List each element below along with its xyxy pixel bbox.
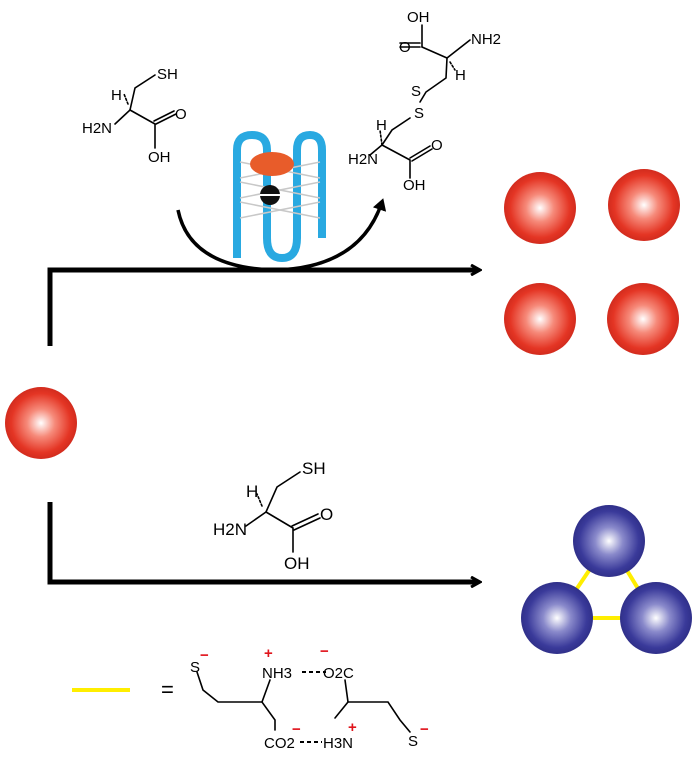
- cystine-s1: S: [411, 83, 421, 100]
- legend-equals: =: [161, 677, 174, 702]
- top-cysteine: SH H H2N O OH: [82, 66, 187, 166]
- cystine-oh-bottom: OH: [403, 177, 426, 194]
- legend-left-nh3: NH3: [262, 665, 292, 682]
- cystine-nh2-top: NH2: [471, 31, 501, 48]
- cystine-o-top: O: [399, 39, 411, 56]
- cystine-s2: S: [414, 105, 424, 122]
- legend-right-h3n: H3N: [323, 735, 353, 752]
- bottom-arrow: [47, 502, 478, 582]
- blue-nanoparticle: [573, 505, 645, 577]
- top-cystine: OH O NH2 H S S H H2N O OH: [348, 9, 501, 194]
- legend-left-nh3-charge: +: [264, 645, 273, 662]
- bound-target-orange: [250, 152, 294, 176]
- red-nanoparticle: [607, 283, 679, 355]
- linker-triangle: [553, 537, 660, 620]
- cystine-nh2-bottom: H2N: [348, 151, 378, 168]
- legend-right-s: S: [408, 733, 418, 750]
- legend-left-co2-charge: −: [292, 721, 301, 738]
- legend-left-s-charge: −: [200, 647, 209, 664]
- cystine-o-bottom: O: [431, 137, 443, 154]
- linker-legend: = S − NH3 + CO2 − O2C − H3N + S −: [72, 643, 429, 752]
- aggregated-blue-nanoparticles: [521, 505, 692, 654]
- catalytic-curved-arrow: [176, 198, 387, 272]
- legend-right-o2c-charge: −: [320, 643, 329, 660]
- cystine-h-bottom: H: [376, 117, 387, 134]
- aptamer-structure: [233, 130, 326, 263]
- top-arrow: [47, 270, 478, 346]
- legend-right-o2c: O2C: [323, 665, 354, 682]
- cystine-h-top: H: [455, 67, 466, 84]
- bottom-cysteine-sh: SH: [302, 459, 326, 478]
- dispersed-red-nanoparticles: [504, 169, 680, 355]
- bottom-cysteine: SH H H2N O OH: [213, 459, 333, 573]
- top-cysteine-o: O: [175, 106, 187, 123]
- top-cysteine-nh2: H2N: [82, 120, 112, 137]
- legend-left-co2: CO2: [264, 735, 295, 752]
- red-nanoparticle: [504, 172, 576, 244]
- red-nanoparticle: [504, 283, 576, 355]
- bottom-cysteine-nh2: H2N: [213, 520, 247, 539]
- bottom-cysteine-o: O: [320, 505, 333, 524]
- top-cysteine-sh: SH: [157, 66, 178, 83]
- legend-left-s: S: [190, 659, 200, 676]
- legend-right-s-charge: −: [420, 721, 429, 738]
- bottom-cysteine-oh: OH: [284, 554, 310, 573]
- top-cysteine-oh: OH: [148, 149, 171, 166]
- main-arrows: [47, 270, 478, 582]
- legend-right-h3n-charge: +: [348, 719, 357, 736]
- blue-nanoparticle: [620, 582, 692, 654]
- red-nanoparticle: [608, 169, 680, 241]
- bottom-cysteine-h: H: [246, 482, 258, 501]
- cystine-oh-top: OH: [407, 9, 430, 26]
- top-cysteine-h: H: [111, 87, 122, 104]
- blue-nanoparticle: [521, 582, 593, 654]
- start-red-nanoparticle: [5, 387, 77, 459]
